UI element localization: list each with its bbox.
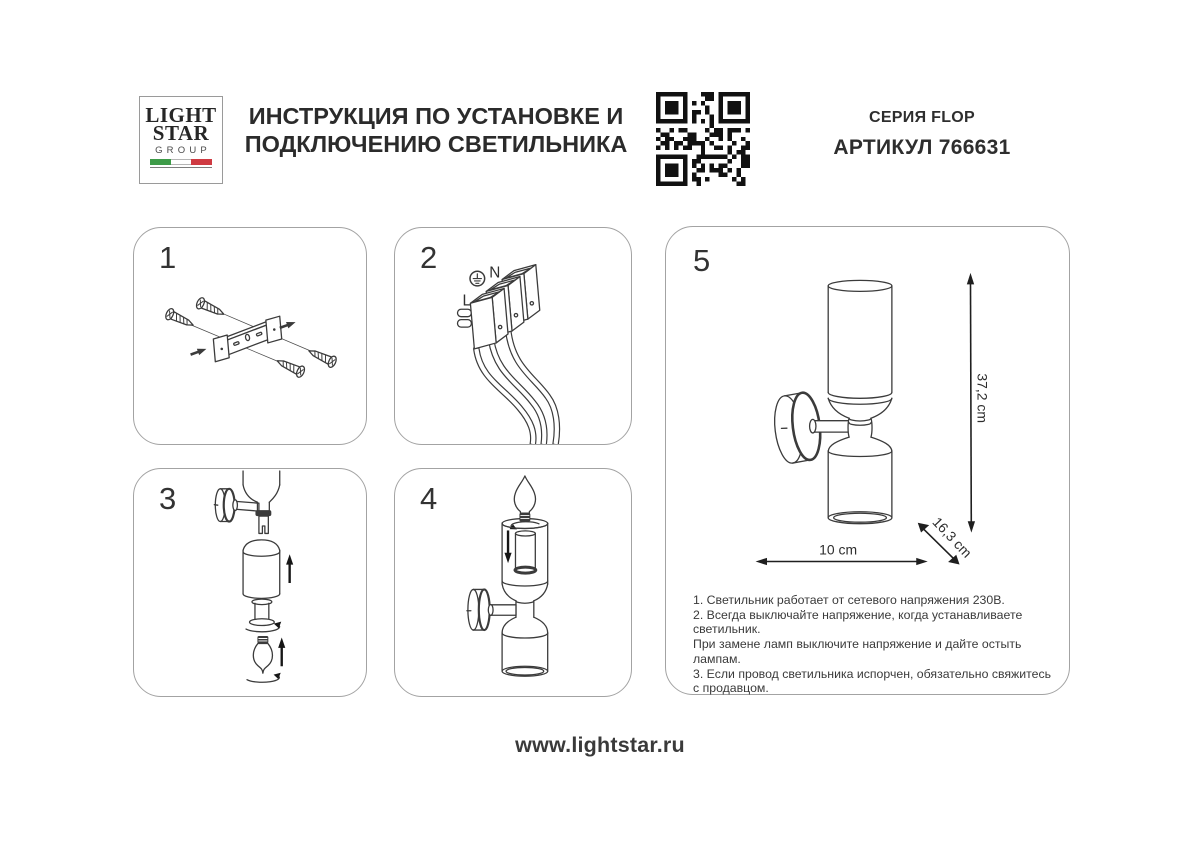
step-1-number: 1 <box>159 240 177 275</box>
step-1-panel: 1 <box>133 227 367 445</box>
note-line: 2. Всегда выключайте напряжение, когда у… <box>693 607 1023 637</box>
logo-word-group: GROUP <box>155 145 211 156</box>
mount-arm <box>810 420 852 433</box>
website-url: www.lightstar.ru <box>515 733 685 757</box>
flag-red-segment <box>191 159 213 165</box>
italian-flag-stripe <box>150 159 213 168</box>
glass-bulb-drawing <box>466 475 549 677</box>
series-label: СЕРИЯ FLOP <box>868 109 975 126</box>
wall-mount-disc <box>466 588 491 632</box>
step-2-number: 2 <box>420 240 438 275</box>
width-dimension: 10 cm <box>755 542 928 566</box>
candle-bulb <box>509 475 540 530</box>
step-2-panel: 2 <box>394 227 632 445</box>
terminal-1 <box>469 287 509 350</box>
mounting-bracket-drawing <box>163 295 339 380</box>
flag-white-segment <box>170 159 192 165</box>
lower-shade <box>242 539 281 599</box>
upper-glass <box>827 279 893 419</box>
title-line-2: ПОДКЛЮЧЕНИЮ СВЕТИЛЬНИКА <box>244 131 628 157</box>
step-3-panel: 3 <box>133 468 367 697</box>
qr-code-icon <box>656 92 750 186</box>
step-3-number: 3 <box>159 481 177 516</box>
step-5-panel: 5 <box>665 226 1070 695</box>
lower-shade <box>501 616 549 677</box>
step-4-number: 4 <box>420 481 438 516</box>
shade-assembly-drawing <box>213 470 294 683</box>
socket-tube <box>245 598 282 633</box>
step-4-panel: 4 <box>394 468 632 697</box>
height-dimension: 37,2 cm <box>966 272 990 533</box>
page-title: ИНСТРУКЦИЯ ПО УСТАНОВКЕ И ПОДКЛЮЧЕНИЮ СВ… <box>240 102 632 158</box>
central-hub <box>847 417 873 438</box>
note-line: 3. Если провод светильника испорчен, обя… <box>693 666 1052 681</box>
wires <box>473 325 561 444</box>
step-5-number: 5 <box>693 243 711 278</box>
candle-bulb <box>252 636 274 674</box>
logo-word-star: STAR <box>152 121 210 145</box>
height-label: 37,2 cm <box>974 373 990 423</box>
note-line: 1. Светильник работает от сетевого напря… <box>693 593 1005 607</box>
depth-label: 16,3 cm <box>930 514 976 561</box>
inner-sleeve <box>513 530 538 575</box>
lightstar-logo: LIGHT STAR GROUP <box>139 96 223 184</box>
neutral-label: N <box>489 265 500 282</box>
safety-notes: 1. Светильник работает от сетевого напря… <box>693 593 1055 696</box>
product-info: СЕРИЯ FLOP АРТИКУЛ 766631 <box>772 109 1072 160</box>
flag-green-segment <box>150 159 171 165</box>
note-line: При замене ламп выключите напряжение и д… <box>693 637 1022 666</box>
title-line-1: ИНСТРУКЦИЯ ПО УСТАНОВКЕ И <box>248 103 624 129</box>
depth-dimension: 16,3 cm <box>917 514 976 565</box>
note-line: с продавцом. <box>693 681 769 696</box>
upper-glass-and-socket <box>242 470 281 535</box>
terminal-block-drawing: L N <box>456 264 561 444</box>
width-label: 10 cm <box>819 542 857 558</box>
lower-shade <box>827 436 893 525</box>
rotate-arrow <box>246 674 280 683</box>
earth-ground-icon <box>469 270 486 287</box>
assembled-lamp-drawing: 37,2 cm 10 cm 16,3 cm <box>755 272 990 566</box>
logo-word-light: LIGHT <box>145 103 217 127</box>
wall-mount-disc <box>213 487 236 523</box>
article-number: АРТИКУЛ 766631 <box>833 136 1011 159</box>
line-label: L <box>462 292 471 309</box>
